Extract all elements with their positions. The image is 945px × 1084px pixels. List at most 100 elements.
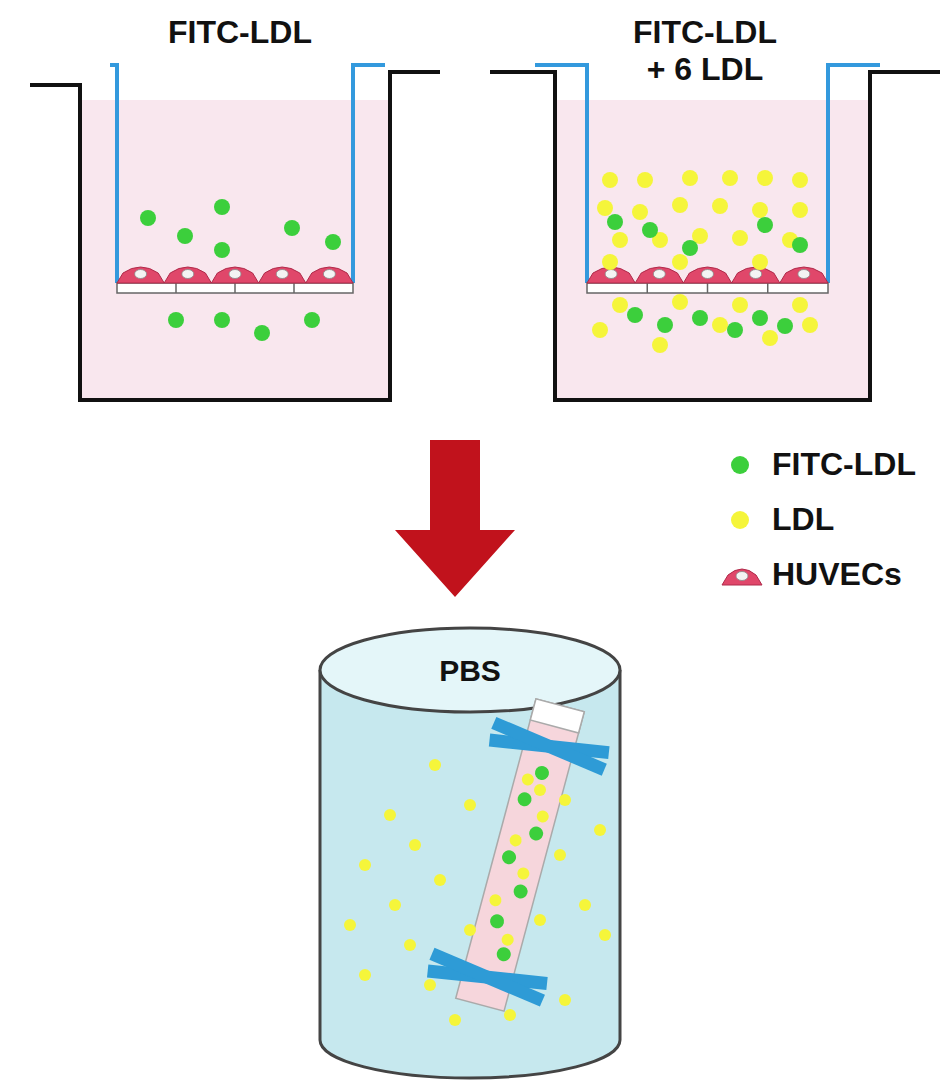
- particle: [214, 199, 230, 215]
- particle: [254, 325, 270, 341]
- particle: [652, 337, 668, 353]
- medium-fill: [557, 100, 868, 398]
- particle: [792, 172, 808, 188]
- particle: [409, 839, 421, 851]
- well-node: FITC-LDL + 6 LDL: [555, 14, 855, 88]
- condition-label: FITC-LDL: [168, 14, 312, 51]
- particle: [712, 317, 728, 333]
- particle: [802, 317, 818, 333]
- particle: [682, 170, 698, 186]
- legend-text: LDL: [772, 501, 834, 538]
- endothelial-cell: [780, 267, 828, 283]
- solution-label: PBS: [439, 654, 501, 689]
- cell-layer: [117, 267, 828, 283]
- endothelial-cell: [117, 267, 164, 283]
- particle: [762, 330, 778, 346]
- particle: [495, 946, 512, 963]
- particle: [607, 214, 623, 230]
- particle: [500, 849, 517, 866]
- membrane: [587, 283, 828, 293]
- endothelial-cell: [259, 267, 306, 283]
- particle: [732, 297, 748, 313]
- particle: [777, 318, 793, 334]
- particle: [214, 242, 230, 258]
- particle: [637, 172, 653, 188]
- particle: [512, 883, 529, 900]
- particle: [559, 794, 571, 806]
- particle: [727, 322, 743, 338]
- particle: [792, 202, 808, 218]
- particle: [464, 799, 476, 811]
- particle: [516, 866, 531, 881]
- particle: [325, 234, 341, 250]
- particle: [516, 791, 533, 808]
- particle: [533, 764, 550, 781]
- particle: [612, 297, 628, 313]
- particle: [404, 939, 416, 951]
- endothelial-cell: [306, 267, 353, 283]
- beaker-top: [320, 628, 620, 712]
- particle: [534, 784, 546, 796]
- particle: [597, 200, 613, 216]
- particle: [672, 197, 688, 213]
- particle: [594, 824, 606, 836]
- particle: [712, 198, 728, 214]
- particle: [722, 170, 738, 186]
- legend-swatch: [731, 456, 749, 474]
- particle: [792, 297, 808, 313]
- particle: [140, 210, 156, 226]
- particle: [284, 220, 300, 236]
- endothelial-cell: [683, 267, 731, 283]
- particle: [554, 849, 566, 861]
- particle: [627, 307, 643, 323]
- particle: [657, 317, 673, 333]
- particle: [464, 924, 476, 936]
- particle: [488, 893, 503, 908]
- particle: [672, 254, 688, 270]
- particle: [535, 809, 550, 824]
- down-arrow: [395, 440, 515, 597]
- particle: [682, 240, 698, 256]
- endothelial-cell: [635, 267, 683, 283]
- endothelial-cell: [164, 267, 211, 283]
- particle: [528, 825, 545, 842]
- well-node: FITC-LDL: [85, 14, 395, 51]
- particle: [304, 312, 320, 328]
- particle: [214, 312, 230, 328]
- particle: [757, 170, 773, 186]
- well-outline: [490, 72, 940, 400]
- legend-text: HUVECs: [772, 556, 902, 593]
- beaker-node: PBS: [320, 630, 620, 1070]
- particle: [449, 1014, 461, 1026]
- medium-fill: [82, 100, 388, 398]
- membrane: [117, 283, 353, 293]
- particle: [500, 932, 515, 947]
- legend-cell-icon: [722, 569, 762, 585]
- particle: [508, 833, 523, 848]
- dialysis-bag: [422, 690, 619, 1021]
- particle: [434, 874, 446, 886]
- particle: [632, 204, 648, 220]
- particle: [177, 228, 193, 244]
- particle: [424, 979, 436, 991]
- particle: [389, 899, 401, 911]
- particle: [344, 919, 356, 931]
- particle: [504, 1009, 516, 1021]
- particle: [672, 294, 688, 310]
- particle: [752, 310, 768, 326]
- endothelial-cell: [732, 267, 780, 283]
- condition-label: FITC-LDL + 6 LDL: [623, 14, 788, 88]
- insert-wall: [535, 65, 880, 283]
- particle: [384, 809, 396, 821]
- beaker-body: [320, 670, 620, 1078]
- particle: [359, 859, 371, 871]
- particle: [602, 254, 618, 270]
- particle: [168, 312, 184, 328]
- particle: [579, 899, 591, 911]
- particle: [520, 772, 535, 787]
- particle: [692, 310, 708, 326]
- particle: [602, 172, 618, 188]
- well-outline: [30, 72, 440, 400]
- legend-swatch: [731, 511, 749, 529]
- particle: [488, 913, 505, 930]
